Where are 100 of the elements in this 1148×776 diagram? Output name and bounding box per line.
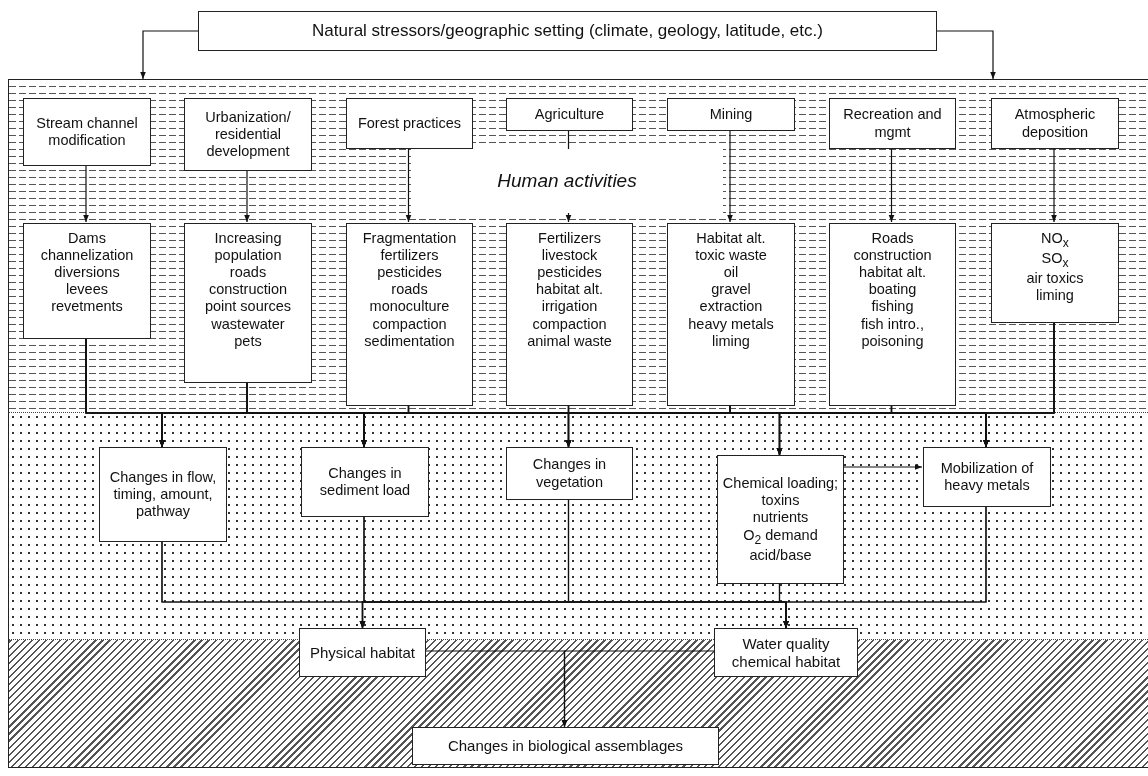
box-text: liming <box>1036 287 1074 305</box>
box-text: Agriculture <box>534 105 605 124</box>
arrow <box>561 650 715 728</box>
activity-box <box>346 98 473 149</box>
impact-box <box>346 223 473 406</box>
box-text: heavy metals <box>688 315 774 333</box>
box-text: construction <box>208 281 288 299</box>
box-text: monoculture <box>369 298 450 316</box>
box-text: Changes in sediment load <box>318 464 412 500</box>
impact-box <box>506 223 633 406</box>
box-text: NO$_{x}$ <box>1041 230 1069 251</box>
box-text: Fragmentation <box>362 230 457 248</box>
box-text: Natural stressors/geographic setting (climate, geology, latitude, etc.) <box>312 20 823 41</box>
box-text: pets <box>234 332 262 350</box>
box-text: construction <box>853 247 932 265</box>
box-text: livestock <box>541 247 598 265</box>
arrow <box>83 164 89 223</box>
activity-box <box>667 98 795 131</box>
box-text: pesticides <box>537 264 602 282</box>
box-text: air toxics <box>1026 270 1084 288</box>
box-text: Habitat alt. <box>696 230 766 248</box>
box-text: point sources <box>204 298 292 316</box>
activity-box <box>184 98 312 171</box>
activity-box <box>23 98 151 166</box>
box-text: Mobilization of heavy metals <box>939 459 1035 495</box>
box-text: Stream channel modification <box>35 114 139 150</box>
outcome-box <box>412 727 719 765</box>
box-text: channelization <box>40 247 134 265</box>
impact-box <box>23 223 151 339</box>
arrow <box>565 129 572 223</box>
change-box <box>99 447 227 542</box>
assemblage-band <box>8 640 1148 768</box>
box-text: extraction <box>699 298 763 316</box>
impact-box <box>667 223 795 406</box>
box-text: Atmospheric deposition <box>1013 106 1097 141</box>
box-text: sedimentation <box>364 332 455 350</box>
change-band <box>8 413 1148 640</box>
arrow <box>140 30 199 80</box>
box-text: Recreation and mgmt <box>842 106 943 141</box>
box-text: roads <box>391 281 428 299</box>
box-text: animal waste <box>527 332 612 350</box>
arrow <box>727 129 733 223</box>
box-text: Changes in biological assemblages <box>447 737 684 755</box>
arrow <box>888 147 895 223</box>
box-text: diversions <box>54 264 120 282</box>
arrow <box>842 464 923 470</box>
arrow <box>1051 147 1057 223</box>
box-text: gravel <box>711 281 751 299</box>
box-text: oil <box>723 264 739 282</box>
box-text: compaction <box>372 315 447 333</box>
arrow <box>936 30 996 80</box>
activity-box <box>829 98 956 149</box>
box-text: pesticides <box>377 264 442 282</box>
box-text: liming <box>712 332 750 350</box>
box-text: Changes in vegetation <box>531 456 608 491</box>
habitat-box <box>299 628 426 677</box>
box-text: Roads <box>871 230 914 248</box>
box-text: irrigation <box>541 298 598 316</box>
box-text: Fertilizers <box>538 230 601 248</box>
box-text: habitat alt. <box>536 281 603 299</box>
box-text: O$_{2}$ demand <box>743 526 818 547</box>
impact-box <box>991 223 1119 323</box>
box-text: fertilizers <box>380 247 439 265</box>
box-text: wastewater <box>211 315 285 333</box>
box-text: Water quality chemical habitat <box>730 634 842 671</box>
box-text: Chemical loading; <box>722 475 839 493</box>
box-text: boating <box>868 281 917 299</box>
change-box <box>923 447 1051 507</box>
habitat-box <box>714 628 858 677</box>
activity-box <box>506 98 633 131</box>
activity-band <box>8 79 1148 413</box>
arrow <box>405 147 412 223</box>
change-box <box>301 447 429 517</box>
change-box <box>717 455 844 584</box>
change-box <box>506 447 633 500</box>
box-text: levees <box>66 281 108 299</box>
activity-box <box>991 98 1119 149</box>
box-text: nutrients <box>752 509 809 527</box>
arrow <box>783 506 987 629</box>
arrow <box>244 169 250 223</box>
box-text: habitat alt. <box>859 264 926 282</box>
box-text: Changes in flow, timing, amount, pathway <box>108 468 218 521</box>
box-text: roads <box>229 264 267 282</box>
box-text: acid/base <box>749 546 812 564</box>
box-text: fishing <box>871 298 914 316</box>
box-text: fish intro., poisoning <box>860 315 925 350</box>
impact-box <box>829 223 956 406</box>
box-text: toxins <box>761 492 800 510</box>
impact-box <box>184 223 312 383</box>
box-text: Forest practices <box>357 114 462 133</box>
band-title: Human activities <box>411 149 723 213</box>
box-text: Physical habitat <box>309 643 416 662</box>
stressor-box <box>198 11 937 51</box>
box-text: Mining <box>709 105 753 124</box>
box-text: Urbanization/ residential development <box>204 108 292 161</box>
box-text: revetments <box>51 298 123 316</box>
box-text: compaction <box>532 315 607 333</box>
box-text: SO$_{x}$ <box>1041 250 1069 271</box>
box-text: toxic waste <box>695 247 767 265</box>
box-text: Dams <box>68 230 106 248</box>
